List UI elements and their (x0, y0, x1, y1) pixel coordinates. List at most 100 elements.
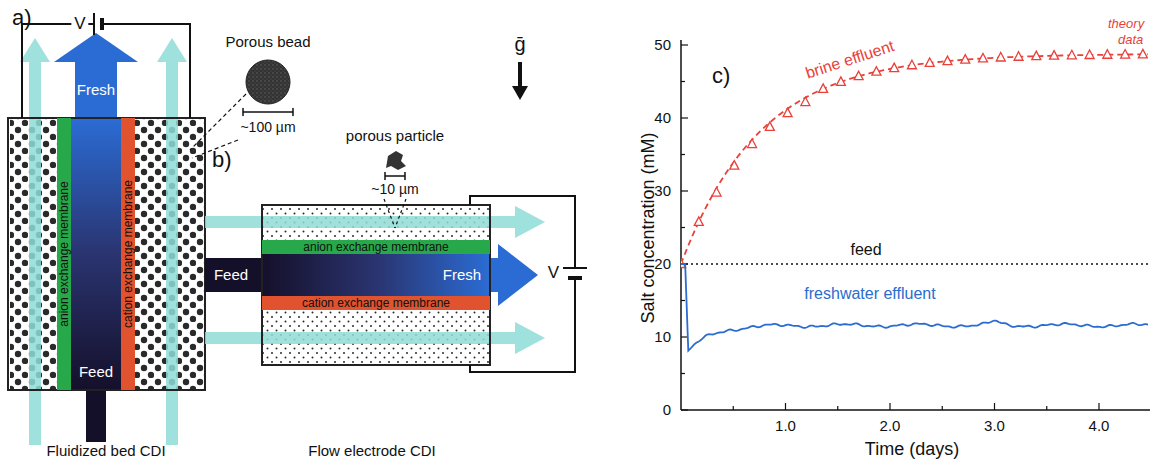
data-marker (1050, 51, 1059, 60)
circuit-wire (568, 276, 582, 280)
membrane-label: anion exchange membrane (303, 240, 448, 254)
gravity-arrow (512, 62, 528, 100)
axis-line (680, 40, 682, 410)
panel-caption: Flow electrode CDI (308, 442, 436, 459)
series-key: theory (1108, 17, 1144, 32)
data-marker (1085, 50, 1094, 59)
series-label: brine effluent (803, 37, 896, 83)
tick-label: 10 (654, 328, 671, 345)
tick-label: 30 (654, 182, 671, 199)
flow-label: Feed (79, 363, 113, 380)
scale-label: ~10 µm (371, 181, 418, 197)
data-marker (694, 217, 703, 226)
fluidized-bed-cell (54, 33, 138, 62)
flow-arrow (205, 206, 545, 354)
tick-mark (681, 154, 685, 155)
panel-caption: Fluidized bed CDI (46, 442, 165, 459)
data-marker (783, 108, 792, 117)
circuit-wire (470, 196, 575, 268)
data-marker (907, 60, 916, 69)
flow-arrow (515, 206, 545, 238)
tick-label: 50 (654, 36, 671, 53)
tick-mark (681, 44, 688, 45)
plot-area (681, 49, 1148, 351)
flow-label: Feed (214, 266, 248, 283)
bead-inset (190, 94, 246, 150)
flow-arrow (157, 38, 187, 62)
tick-label: 4.0 (1089, 417, 1110, 434)
flow-arrow (20, 38, 187, 445)
bead-inset (190, 60, 293, 158)
membrane-band: cation exchange membrane (121, 118, 135, 390)
particle-inset (384, 172, 386, 180)
bead-inset (292, 108, 294, 116)
feed-line (681, 263, 1148, 265)
tick-mark (1098, 403, 1099, 410)
fluidized-bed-cell (86, 390, 106, 442)
tick-label: 1.0 (775, 417, 796, 434)
flow-electrode-cell (498, 244, 538, 306)
inset-title: porous particle (346, 127, 444, 144)
tick-mark (942, 406, 943, 410)
circuit-wire (22, 24, 94, 118)
tick-mark (681, 373, 685, 374)
tick-mark (889, 403, 890, 410)
tick-mark (681, 300, 685, 301)
data-marker (1103, 50, 1112, 59)
tick-label: 20 (654, 255, 671, 272)
series-label: feed (847, 241, 884, 259)
particle-inset (404, 172, 406, 180)
tick-label: 40 (654, 109, 671, 126)
gravity-label: ḡ (514, 33, 525, 56)
membrane-band: anion exchange membrane (262, 240, 490, 254)
data-marker (748, 139, 757, 148)
membrane-band: cation exchange membrane (262, 296, 490, 310)
theory-curve (681, 54, 1148, 264)
scale-label: ~100 µm (240, 119, 295, 135)
data-marker (1121, 50, 1130, 59)
data-marker (819, 84, 828, 93)
freshwater-curve (681, 264, 1148, 351)
circuit-wire (470, 278, 575, 372)
concentration-chart (677, 40, 1150, 410)
membrane-label: anion exchange membrane (57, 181, 71, 326)
bead-inset (242, 108, 244, 116)
flow-electrode-cell (262, 205, 490, 365)
tick-label: 3.0 (984, 417, 1005, 434)
tick-label: 0 (663, 401, 671, 418)
panel-letter: b) (212, 147, 232, 172)
tick-mark (837, 406, 838, 410)
data-marker (801, 97, 810, 106)
data-marker (961, 55, 970, 64)
particle-inset (395, 199, 406, 228)
circuit-wire (93, 13, 95, 35)
tick-mark (681, 190, 688, 191)
circuit-wire (563, 267, 587, 269)
data-marker (730, 161, 739, 170)
circuit-wire (100, 18, 104, 30)
voltage-label: V (71, 14, 88, 34)
data-marker (1138, 49, 1147, 58)
fluidized-bed-cell (8, 13, 205, 445)
data-marker (854, 71, 863, 80)
axis-title: Salt concentration (mM) (638, 132, 659, 323)
data-marker (872, 67, 881, 76)
panel-letter: a) (12, 5, 32, 30)
bead-inset (243, 111, 293, 113)
particle-inset (384, 199, 395, 228)
data-marker (943, 56, 952, 64)
tick-mark (1046, 406, 1047, 410)
tick-mark (733, 406, 734, 410)
data-marker (925, 58, 934, 67)
tick-mark (681, 227, 685, 228)
inset-title: Porous bead (225, 33, 310, 50)
data-marker (836, 77, 845, 86)
flow-arrow (515, 322, 545, 354)
flow-electrode-cell (205, 196, 587, 372)
series-label: freshwater effluent (804, 285, 935, 303)
